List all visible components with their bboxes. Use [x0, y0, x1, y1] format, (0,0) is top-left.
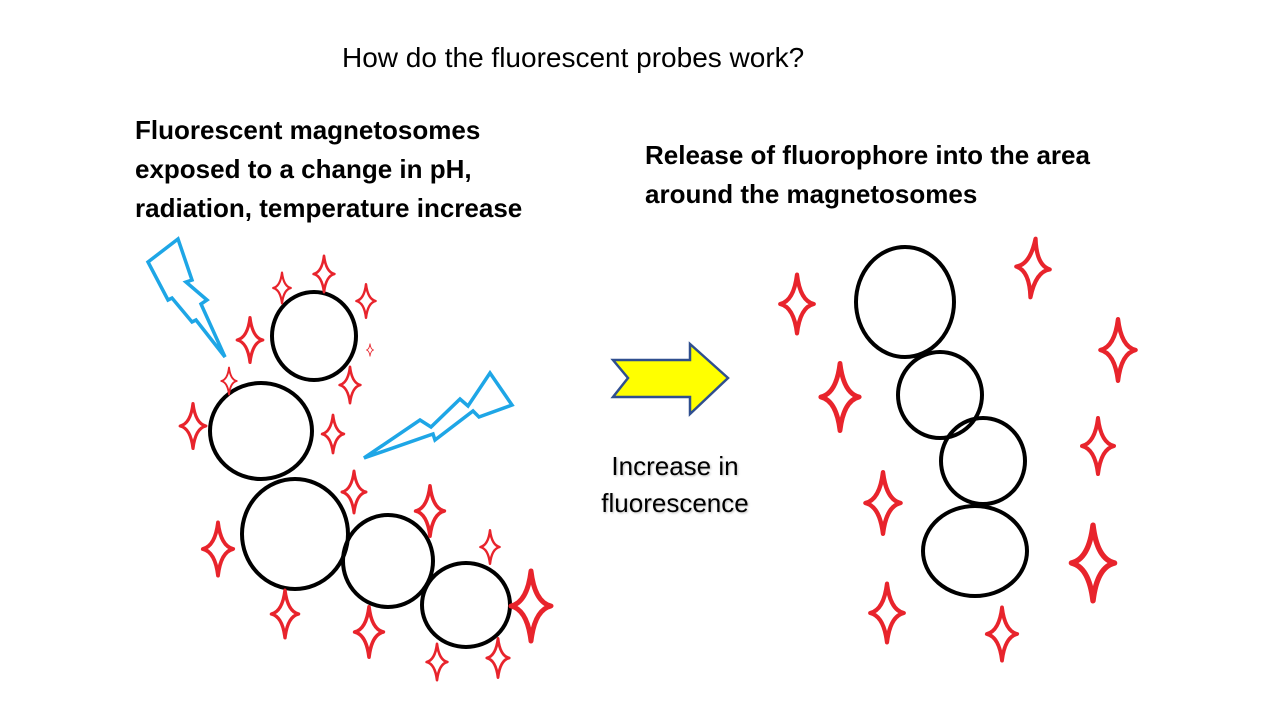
fluorophore-sparkle-icon — [178, 402, 208, 450]
left-heading-line-3: radiation, temperature increase — [135, 193, 523, 223]
right-magnetosome-chain — [854, 245, 1029, 598]
left-heading-line-1: Fluorescent magnetosomes — [135, 115, 481, 145]
fluorophore-sparkle-icon — [865, 472, 900, 534]
arrow-label-line-2: fluorescence — [601, 488, 749, 518]
magnetosome — [208, 381, 314, 481]
lightning-bolt-icon — [145, 236, 227, 359]
left-fluorophore-group — [178, 254, 551, 682]
left-panel-heading: Fluorescent magnetosomes exposed to a ch… — [135, 111, 522, 228]
magnetosome — [854, 245, 956, 359]
fluorophore-sparkle-icon — [340, 469, 368, 515]
fluorophore-sparkle-icon — [320, 413, 346, 455]
fluorophore-sparkle-icon — [1071, 525, 1114, 601]
right-arrow-icon — [610, 341, 730, 417]
magnetosome — [896, 350, 984, 440]
magnetosome — [341, 513, 435, 609]
arrow-label-line-1: Increase in — [611, 451, 739, 481]
fluorophore-sparkle-icon — [511, 571, 551, 641]
magnetosome — [420, 561, 512, 649]
right-panel-heading: Release of fluorophore into the area aro… — [645, 136, 1090, 214]
fluorophore-sparkle-icon — [780, 275, 814, 334]
fluorophore-sparkle-icon — [870, 584, 904, 643]
right-heading-line-2: around the magnetosomes — [645, 179, 978, 209]
fluorophore-sparkle-icon — [269, 588, 301, 640]
left-magnetosome-cluster — [208, 290, 512, 649]
magnetosome — [939, 416, 1027, 506]
fluorophore-sparkle-icon — [1014, 237, 1053, 299]
fluorophore-sparkle-icon — [338, 365, 362, 405]
left-heading-line-2: exposed to a change in pH, — [135, 154, 472, 184]
fluorophore-sparkle-icon — [1080, 416, 1116, 476]
fluorophore-sparkle-icon — [352, 604, 386, 660]
fluorophore-sparkle-icon — [821, 363, 859, 430]
fluorophore-sparkle-icon — [312, 254, 336, 294]
magnetosome — [921, 504, 1029, 598]
slide-title: How do the fluorescent probes work? — [342, 42, 805, 73]
fluorophore-sparkle-icon — [1100, 319, 1135, 381]
magnetosome — [240, 477, 350, 591]
fluorophore-sparkle-icon — [479, 529, 501, 565]
right-heading-line-1: Release of fluorophore into the area — [645, 140, 1090, 170]
lightning-bolt-icon — [363, 369, 515, 460]
fluorophore-sparkle-icon — [355, 283, 377, 319]
fluorophore-sparkle-icon — [235, 316, 265, 364]
magnetosome — [270, 290, 358, 382]
fluorophore-sparkle-icon — [425, 642, 449, 682]
right-fluorophore-group — [780, 237, 1135, 663]
fluorophore-sparkle-icon — [485, 637, 511, 679]
fluorophore-sparkle-icon — [984, 605, 1020, 663]
arrow-label: Increase in fluorescence — [575, 448, 775, 522]
fluorophore-sparkle-icon — [200, 520, 236, 578]
fluorophore-sparkle-icon — [366, 343, 374, 357]
